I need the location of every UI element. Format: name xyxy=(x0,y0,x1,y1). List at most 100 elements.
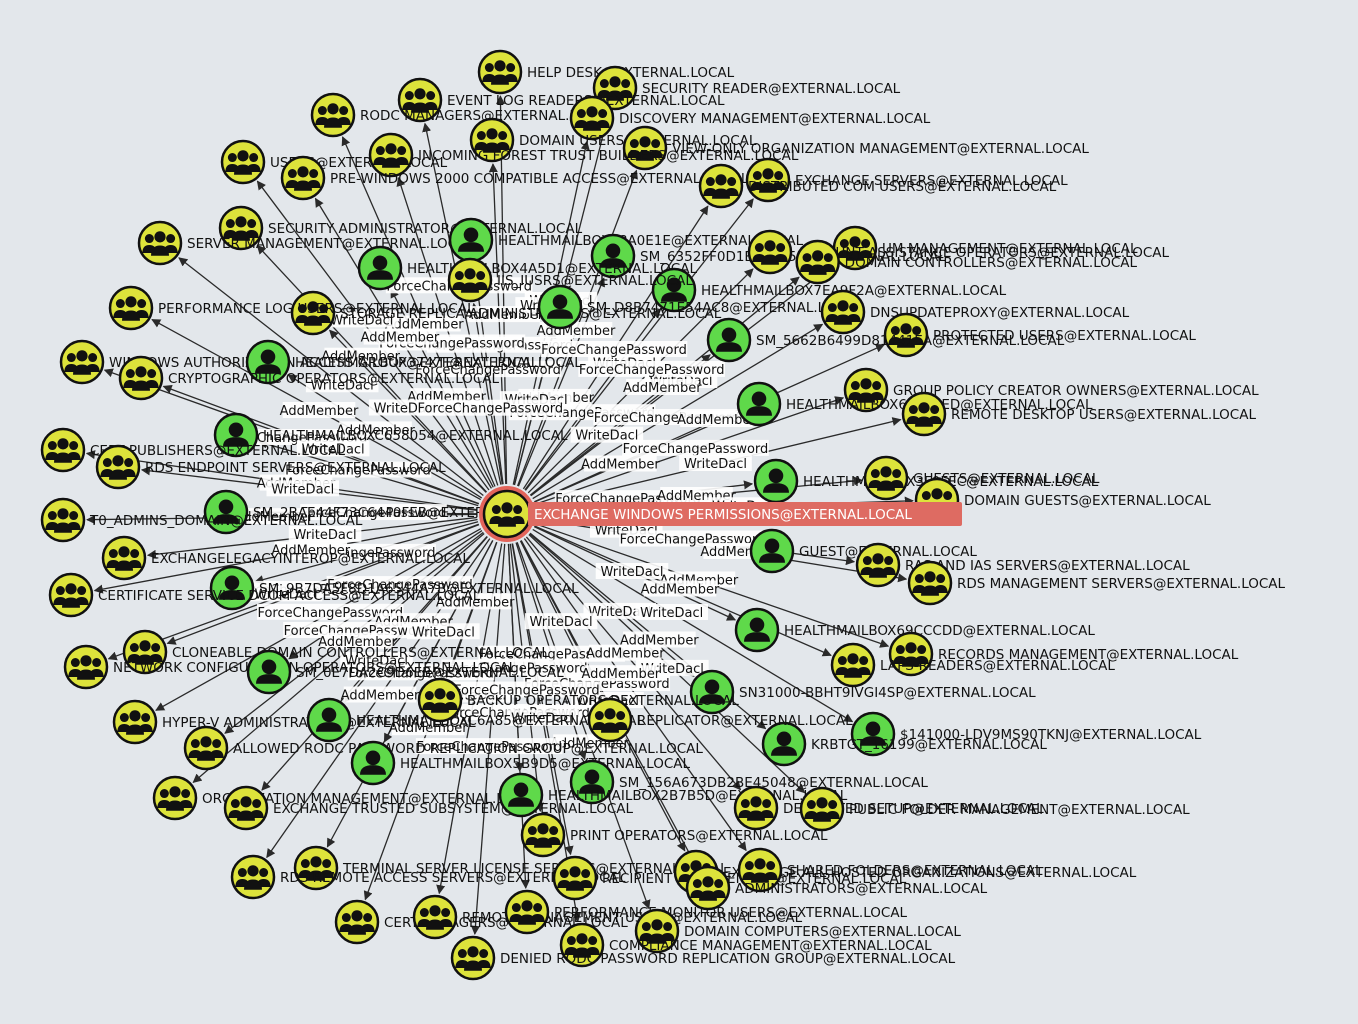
node-disc[interactable] xyxy=(733,785,779,831)
group-node[interactable]: DOMAIN COMPUTERS@EXTERNAL.LOCAL xyxy=(634,908,961,954)
node-disc[interactable] xyxy=(737,847,783,893)
user-node[interactable]: HEALTHMAILBOX69CCCDD@EXTERNAL.LOCAL xyxy=(734,607,1095,653)
user-node[interactable]: KRBTGT_16199@EXTERNAL.LOCAL xyxy=(761,721,1047,767)
node-disc[interactable] xyxy=(397,77,443,123)
node-disc[interactable] xyxy=(290,290,336,336)
node-disc[interactable] xyxy=(622,125,668,171)
group-node[interactable]: PERFORMANCE LOG USERS@EXTERNAL.LOCAL xyxy=(108,285,475,331)
node-disc[interactable] xyxy=(888,631,934,677)
node-disc[interactable] xyxy=(293,845,339,891)
node-disc[interactable] xyxy=(95,444,141,490)
group-node[interactable]: INCOMING FOREST TRUST BUILDERS@EXTERNAL.… xyxy=(368,132,799,178)
group-node[interactable]: RODC MANAGERS@EXTERNAL.LOCAL xyxy=(310,92,614,138)
edge-line[interactable] xyxy=(532,528,854,723)
node-disc[interactable] xyxy=(820,289,866,335)
user-node[interactable]: GUEST@EXTERNAL.LOCAL xyxy=(749,528,977,574)
user-node[interactable]: $141000-LDV9MS90TKNJ@EXTERNAL.LOCAL xyxy=(850,711,1202,757)
user-node[interactable]: SM_5662B6499D81441EA@EXTERNAL.LOCAL xyxy=(706,317,1065,363)
group-node[interactable]: IIS_IUSRS@EXTERNAL.LOCAL xyxy=(447,257,693,303)
user-node[interactable]: HEALTHMAILBOX5B9D5@EXTERNAL.LOCAL xyxy=(350,740,690,786)
node-disc[interactable] xyxy=(901,391,947,437)
user-node[interactable]: HEALTHMAILBOX3747F@EXTERNAL.LOCAL xyxy=(245,339,582,385)
user-node[interactable]: SM_9B7DA5F8D1A6544A7B@EXTERNAL.LOCAL xyxy=(209,565,579,611)
group-node[interactable]: DISCOVERY MANAGEMENT@EXTERNAL.LOCAL xyxy=(569,95,931,141)
node-disc[interactable] xyxy=(63,644,109,690)
group-node[interactable]: DENIED RODC PASSWORD REPLICATION GROUP@E… xyxy=(450,935,956,981)
node-disc[interactable] xyxy=(310,92,356,138)
group-node[interactable]: PRE-WINDOWS 2000 COMPATIBLE ACCESS@EXTER… xyxy=(280,155,749,201)
node-disc[interactable] xyxy=(634,908,680,954)
edge-line[interactable] xyxy=(341,136,496,487)
group-node[interactable]: DELEGATED SETUP@EXTERNAL.LOCAL xyxy=(733,785,1044,831)
node-disc[interactable] xyxy=(40,497,86,543)
node-disc[interactable] xyxy=(799,786,845,832)
node-disc[interactable] xyxy=(855,542,901,588)
node-disc[interactable] xyxy=(504,889,550,935)
group-node[interactable]: LAPS-READERS@EXTERNAL.LOCAL xyxy=(830,642,1115,688)
edge-line[interactable] xyxy=(422,122,502,485)
group-node[interactable]: CERT PUBLISHERS@EXTERNAL.LOCAL xyxy=(40,427,346,473)
node-disc[interactable] xyxy=(587,697,633,743)
edge-line[interactable] xyxy=(446,542,498,679)
edge-line[interactable] xyxy=(470,302,503,485)
node-disc[interactable] xyxy=(40,427,86,473)
node-disc[interactable] xyxy=(863,455,909,501)
edge-line[interactable] xyxy=(488,163,507,485)
node-disc[interactable] xyxy=(137,220,183,266)
group-node[interactable]: WINDOWS AUTHORIZATION ACCESS GROUP@EXTER… xyxy=(59,339,539,385)
node-disc[interactable] xyxy=(223,785,269,831)
node-disc[interactable] xyxy=(843,367,889,413)
node-disc[interactable] xyxy=(122,629,168,675)
node-disc[interactable] xyxy=(450,935,496,981)
node-disc[interactable] xyxy=(685,865,731,911)
edge-line[interactable] xyxy=(516,542,651,910)
group-node[interactable]: EVENT LOG READERS@EXTERNAL.LOCAL xyxy=(397,77,725,123)
node-disc[interactable] xyxy=(830,642,876,688)
group-node[interactable]: EXCHANGE SERVERS@EXTERNAL.LOCAL xyxy=(745,157,1068,203)
node-disc[interactable] xyxy=(112,699,158,745)
user-node[interactable]: SM_0E7DA2C9D6EB@EXTERNAL.LOCAL xyxy=(246,649,564,695)
edge-line[interactable] xyxy=(256,244,488,493)
node-disc[interactable] xyxy=(183,725,229,771)
user-node[interactable]: HEALTHMAILBOXC658054@EXTERNAL.LOCAL xyxy=(213,412,568,458)
group-node[interactable]: RDS REMOTE ACCESS SERVERS@EXTERNAL.LOCAL xyxy=(230,854,626,900)
node-disc[interactable] xyxy=(280,155,326,201)
group-node[interactable]: REPLICATOR@EXTERNAL.LOCAL xyxy=(587,697,853,743)
group-node[interactable]: PROTECTED USERS@EXTERNAL.LOCAL xyxy=(883,312,1196,358)
node-disc[interactable] xyxy=(368,132,414,178)
node-disc[interactable] xyxy=(883,312,929,358)
node-disc[interactable] xyxy=(218,205,264,251)
node-disc[interactable] xyxy=(520,812,566,858)
node-disc[interactable] xyxy=(59,339,105,385)
node-disc[interactable] xyxy=(698,163,744,209)
node-disc[interactable] xyxy=(220,139,266,185)
group-node[interactable]: SECURITY READER@EXTERNAL.LOCAL xyxy=(592,65,901,111)
group-node[interactable]: REMOTE DESKTOP USERS@EXTERNAL.LOCAL xyxy=(901,391,1256,437)
node-disc[interactable] xyxy=(559,922,605,968)
group-node[interactable]: ADMINISTRATORS@EXTERNAL.LOCAL xyxy=(685,865,988,911)
node-disc[interactable] xyxy=(101,535,147,581)
user-node[interactable]: SM_D8B7471E54AC8@EXTERNAL.LOCAL xyxy=(537,284,862,330)
group-node[interactable]: SHARED FOLDERS@EXTERNAL.LOCAL xyxy=(737,847,1043,893)
edge-line[interactable] xyxy=(511,543,574,856)
group-node[interactable]: DISTRIBUTED COM USERS@EXTERNAL.LOCAL xyxy=(698,163,1057,209)
user-node[interactable]: HEALTHMAILBOX7EA9F2A@EXTERNAL.LOCAL xyxy=(651,267,1007,313)
node-disc[interactable] xyxy=(118,355,164,401)
group-node[interactable]: DNSUPDATEPROXY@EXTERNAL.LOCAL xyxy=(820,289,1130,335)
group-node[interactable]: T0_ADMINS_DOMAIN@EXTERNAL.LOCAL xyxy=(40,497,363,543)
node-disc[interactable] xyxy=(477,49,523,95)
group-node[interactable]: RAS AND IAS SERVERS@EXTERNAL.LOCAL xyxy=(855,542,1190,588)
group-node[interactable]: PRINT OPERATORS@EXTERNAL.LOCAL xyxy=(520,812,828,858)
group-node[interactable]: DOMAIN CONTROLLERS@EXTERNAL.LOCAL xyxy=(795,239,1138,285)
node-disc[interactable] xyxy=(569,95,615,141)
node-disc[interactable] xyxy=(447,257,493,303)
group-node[interactable]: UM MANAGEMENT@EXTERNAL.LOCAL xyxy=(832,225,1138,271)
user-node[interactable]: SM_156A673DB2BE45048@EXTERNAL.LOCAL xyxy=(569,759,928,805)
node-disc[interactable] xyxy=(417,677,463,723)
node-disc[interactable] xyxy=(108,285,154,331)
group-node[interactable]: CRYPTOGRAPHIC OPERATORS@EXTERNAL.LOCAL xyxy=(118,355,500,401)
group-node[interactable]: RDS ENDPOINT SERVERS@EXTERNAL.LOCAL xyxy=(95,444,446,490)
edge-line[interactable] xyxy=(525,536,742,791)
group-node[interactable]: CERTIFICATE SERVICE DCOM ACCESS@EXTERNAL… xyxy=(48,572,481,618)
